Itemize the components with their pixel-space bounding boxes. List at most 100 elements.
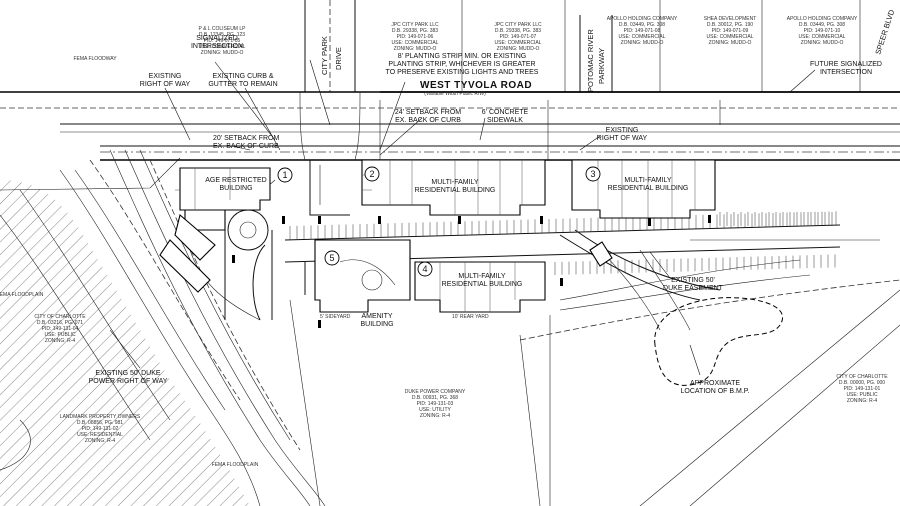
bmp-label-2: LOCATION OF B.M.P. bbox=[681, 388, 750, 395]
setback20-label-1: 20' SETBACK FROM bbox=[213, 135, 279, 142]
parcel-p9-line1: LANDMARK PROPERTY OWNERS bbox=[60, 414, 141, 420]
parcel-p6-line4: USE: COMMERCIAL bbox=[799, 34, 846, 40]
building-1-number: 1 bbox=[282, 170, 287, 180]
building-3-label: 3 MULTI-FAMILY RESIDENTIAL BUILDING bbox=[585, 166, 689, 192]
parcel-p1-line4: USE: COMMERCIAL bbox=[199, 44, 246, 50]
parcel-p6-line5: ZONING: MUDD-O bbox=[801, 40, 844, 46]
bmp-outline bbox=[654, 297, 783, 386]
signalized-label-2: INTERSECTION bbox=[191, 43, 243, 50]
parcel-p8-line3: PID: 149-131-03 bbox=[417, 401, 454, 407]
building-4-label-1: MULTI-FAMILY bbox=[458, 273, 506, 280]
parcel-p9-line5: ZONING: R-4 bbox=[85, 438, 115, 444]
parcel-p5-line1: SHEA DEVELOPMENT bbox=[704, 16, 757, 22]
parcel-p3-line4: USE: COMMERCIAL bbox=[495, 40, 542, 46]
parcel-p9-line2: D.B. 08856, PG. 981 bbox=[77, 420, 123, 426]
future-signal-label-1: FUTURE SIGNALIZED bbox=[810, 61, 882, 68]
parcel-p8-line2: D.B. 00931, PG. 368 bbox=[412, 395, 458, 401]
parcel-p7-line3: PID: 149-131-01 bbox=[844, 386, 881, 392]
building-5-number: 5 bbox=[329, 253, 334, 263]
fema-floodplain-label-1: FEMA FLOODPLAIN bbox=[0, 292, 44, 298]
duke-east-label-2: DUKE EASEMENT bbox=[663, 285, 724, 292]
building-5-label-2: BUILDING bbox=[360, 321, 393, 328]
parcel-p7-line5: ZONING: R-4 bbox=[847, 398, 877, 404]
parcel-note-p7: CITY OF CHARLOTTE D.B. 00000, PG. 000 PI… bbox=[836, 374, 888, 404]
parcel-p6-line2: D.B. 03449, PG. 308 bbox=[799, 22, 845, 28]
parcel-p3-line2: D.B. 29338, PG. 383 bbox=[495, 28, 541, 34]
potomac-parkway-label-1: POTOMAC RIVER bbox=[586, 29, 595, 92]
potomac-parkway-label-2: PARKWAY bbox=[597, 48, 606, 84]
parcel-p10-line3: PID: 149-131-04 bbox=[42, 326, 79, 332]
fema-floodway-label: FEMA FLOODWAY bbox=[73, 56, 117, 62]
slope-contours bbox=[0, 149, 326, 506]
building-3-label-2: RESIDENTIAL BUILDING bbox=[608, 185, 689, 192]
small-structure bbox=[589, 241, 613, 267]
setback24-label-2: EX. BACK OF CURB bbox=[395, 117, 461, 124]
planting-label-1: 8' PLANTING STRIP MIN. OR EXISTING bbox=[398, 53, 526, 60]
parcel-p2-line2: D.B. 29338, PG. 383 bbox=[392, 28, 438, 34]
parcel-note-p8: DUKE POWER COMPANY D.B. 00931, PG. 368 P… bbox=[405, 389, 466, 419]
city-park-drive bbox=[304, 0, 356, 92]
building-4-label-2: RESIDENTIAL BUILDING bbox=[442, 281, 523, 288]
parcel-p8-line1: DUKE POWER COMPANY bbox=[405, 389, 466, 395]
parcel-note-p10: CITY OF CHARLOTTE D.B. 03216, PG. 071 PI… bbox=[34, 314, 86, 344]
building-3-label-1: MULTI-FAMILY bbox=[624, 177, 672, 184]
planting-label-3: TO PRESERVE EXISTING LIGHTS AND TREES bbox=[386, 69, 539, 76]
parcel-p4-line1: APOLLO HOLDING COMPANY bbox=[607, 16, 678, 22]
planting-label-2: PLANTING STRIP, WHICHEVER IS GREATER bbox=[388, 61, 535, 68]
building-5-label-1: AMENITY bbox=[361, 313, 392, 320]
building-2-label-2: RESIDENTIAL BUILDING bbox=[415, 187, 496, 194]
building-2-number: 2 bbox=[369, 169, 374, 179]
parcel-p1-line3: PID: 149-071-05 bbox=[204, 38, 241, 44]
building-3 bbox=[571, 159, 716, 219]
parcel-p10-line2: D.B. 03216, PG. 071 bbox=[37, 320, 83, 326]
parcel-p5-line5: ZONING: MUDD-O bbox=[709, 40, 752, 46]
parcel-p2-line3: PID: 149-071-06 bbox=[397, 34, 434, 40]
duke-east-label-1: EXISTING 50' bbox=[671, 277, 715, 284]
parcel-p9-line4: USE: RESIDENTIAL bbox=[77, 432, 123, 438]
parcel-p6-line3: PID: 149-071-10 bbox=[804, 28, 841, 34]
parcel-p7-line4: USE: PUBLIC bbox=[846, 392, 878, 398]
parcel-p9-line3: PID: 149-131-02 bbox=[82, 426, 119, 432]
signalized-label-1: SIGNALIZED bbox=[196, 35, 238, 42]
sidewalk-label-1: 6' CONCRETE bbox=[482, 109, 529, 116]
building-4 bbox=[414, 261, 546, 313]
parcel-p3-line1: JPC CITY PARK LLC bbox=[494, 22, 542, 28]
parcel-p1-line2: D.B. 12345, PG. 123 bbox=[199, 32, 245, 38]
parcel-p4-line3: PID: 149-071-08 bbox=[624, 28, 661, 34]
city-park-drive-label-2: DRIVE bbox=[334, 47, 343, 70]
parcel-p1-line1: P & L COLISEUM LP bbox=[199, 26, 247, 32]
parcel-p2-line1: JPC CITY PARK LLC bbox=[391, 22, 439, 28]
tree-markers bbox=[232, 215, 711, 328]
building-1-label-1: AGE RESTRICTED bbox=[205, 177, 266, 184]
parcel-p10-line4: USE: PUBLIC bbox=[44, 332, 76, 338]
parcel-p10-line5: ZONING: R-4 bbox=[45, 338, 75, 344]
sidewalk-label-2: SIDEWALK bbox=[487, 117, 523, 124]
rearyard-label: 10' REAR YARD bbox=[452, 314, 489, 320]
building-4-label: 4 MULTI-FAMILY RESIDENTIAL BUILDING bbox=[417, 261, 523, 288]
parcel-note-p2: JPC CITY PARK LLC D.B. 29338, PG. 383 PI… bbox=[391, 22, 439, 52]
tyvola-road bbox=[0, 91, 900, 161]
parcel-p5-line2: D.B. 30012, PG. 190 bbox=[707, 22, 753, 28]
duke-west-label-2: POWER RIGHT OF WAY bbox=[89, 378, 168, 385]
duke-west-label-1: EXISTING 50' DUKE bbox=[95, 370, 160, 377]
parcel-p10-line1: CITY OF CHARLOTTE bbox=[34, 314, 86, 320]
setback20-label-2: EX. BACK OF CURB bbox=[213, 143, 279, 150]
building-1 bbox=[159, 167, 271, 293]
callout-leaders bbox=[109, 59, 816, 376]
parcel-p3-line5: ZONING: MUDD-O bbox=[497, 46, 540, 52]
parcel-p4-line5: ZONING: MUDD-O bbox=[621, 40, 664, 46]
parcel-p6-line1: APOLLO HOLDING COMPANY bbox=[787, 16, 858, 22]
parcel-p7-line1: CITY OF CHARLOTTE bbox=[836, 374, 888, 380]
building-2-label: 2 MULTI-FAMILY RESIDENTIAL BUILDING bbox=[364, 166, 496, 194]
parcel-p8-line5: ZONING: R-4 bbox=[420, 413, 450, 419]
parcel-note-p5: SHEA DEVELOPMENT D.B. 30012, PG. 190 PID… bbox=[704, 16, 757, 46]
parcel-p4-line2: D.B. 03449, PG. 308 bbox=[619, 22, 665, 28]
parcel-p7-line2: D.B. 00000, PG. 000 bbox=[839, 380, 885, 386]
parcel-p3-line3: PID: 149-071-07 bbox=[500, 34, 537, 40]
parcel-p4-line4: USE: COMMERCIAL bbox=[619, 34, 666, 40]
parcel-p8-line4: USE: UTILITY bbox=[419, 407, 451, 413]
tyvola-road-label: WEST TYVOLA ROAD bbox=[420, 80, 532, 91]
building-2-label-1: MULTI-FAMILY bbox=[431, 179, 479, 186]
